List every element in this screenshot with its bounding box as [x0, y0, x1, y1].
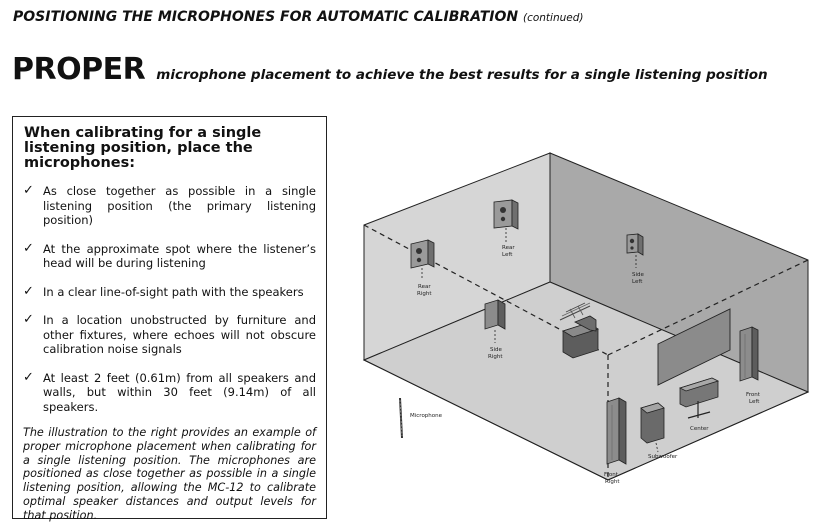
front-right-label-2: Right — [605, 479, 620, 485]
side-right-label-1: Side — [490, 347, 503, 353]
list-item: ✓ In a location unobstructed by furnitur… — [23, 312, 316, 357]
front-right-speaker — [606, 397, 627, 465]
side-right-speaker — [484, 299, 506, 343]
list-item-text: At the approximate spot where the listen… — [43, 241, 316, 271]
section-title-text: POSITIONING THE MICROPHONES FOR AUTOMATI… — [13, 9, 519, 25]
headline-word: PROPER — [12, 52, 146, 87]
front-left-label-1: Front — [746, 392, 761, 398]
illustration-note: The illustration to the right provides a… — [23, 426, 316, 522]
continued-note: (continued) — [522, 12, 584, 24]
rear-left-label-2: Left — [502, 252, 513, 258]
front-floor-edge — [363, 359, 609, 481]
list-item: ✓ At least 2 feet (0.61m) from all speak… — [23, 369, 316, 415]
rear-left-speaker — [493, 199, 519, 242]
list-item-text: At least 2 feet (0.61m) from all speaker… — [43, 370, 316, 414]
placement-list: ✓ As close together as possible in a sin… — [23, 183, 316, 415]
list-item: ✓ As close together as possible in a sin… — [23, 183, 316, 228]
headline-subtitle: microphone placement to achieve the best… — [156, 67, 768, 83]
near-top-edge — [363, 224, 609, 356]
instructions-panel: When calibrating for a single listening … — [12, 116, 327, 522]
center-label: Center — [690, 426, 709, 432]
front-left-label-2: Left — [749, 399, 760, 405]
checkmark-icon: ✓ — [23, 312, 34, 327]
front-left-speaker — [739, 326, 759, 382]
list-item: ✓ At the approximate spot where the list… — [23, 240, 316, 271]
side-right-label-2: Right — [488, 354, 503, 360]
microphone-array-icon — [559, 302, 591, 321]
subwoofer-speaker — [640, 402, 665, 453]
subwoofer-label: Subwoofer — [648, 454, 678, 460]
near-top-edge-2 — [607, 259, 809, 356]
list-item-text: In a location unobstructed by furniture … — [43, 313, 316, 356]
checkmark-icon: ✓ — [23, 369, 34, 385]
checkmark-icon: ✓ — [23, 183, 34, 198]
microphone-icon — [399, 397, 403, 439]
listening-chair — [562, 315, 599, 359]
side-left-label-1: Side — [632, 272, 645, 278]
checkmark-icon: ✓ — [23, 240, 34, 256]
section-title: POSITIONING THE MICROPHONES FOR AUTOMATI… — [13, 9, 583, 25]
page-headline: PROPER microphone placement to achieve t… — [12, 52, 768, 87]
rear-right-label-2: Right — [417, 291, 432, 297]
rear-left-label-1: Rear — [502, 245, 515, 251]
list-item-text: In a clear line-of-sight path with the s… — [43, 284, 304, 299]
side-left-speaker — [626, 233, 644, 268]
checkmark-icon: ✓ — [23, 283, 34, 299]
front-right-label-1: Front — [604, 472, 619, 478]
side-left-label-2: Left — [632, 279, 643, 285]
panel-heading: When calibrating for a single listening … — [24, 125, 262, 171]
list-item-text: As close together as possible in a singl… — [43, 184, 316, 227]
rear-right-speaker — [410, 239, 435, 280]
microphone-legend-label: Microphone — [410, 413, 443, 419]
video-screen — [657, 308, 731, 386]
right-floor-edge — [607, 391, 809, 481]
room-illustration: Rear Left Rear Right Side Left Side Righ… — [362, 152, 810, 485]
center-speaker — [678, 377, 720, 419]
list-item: ✓ In a clear line-of-sight path with the… — [23, 283, 316, 300]
rear-right-label-1: Rear — [418, 284, 431, 290]
